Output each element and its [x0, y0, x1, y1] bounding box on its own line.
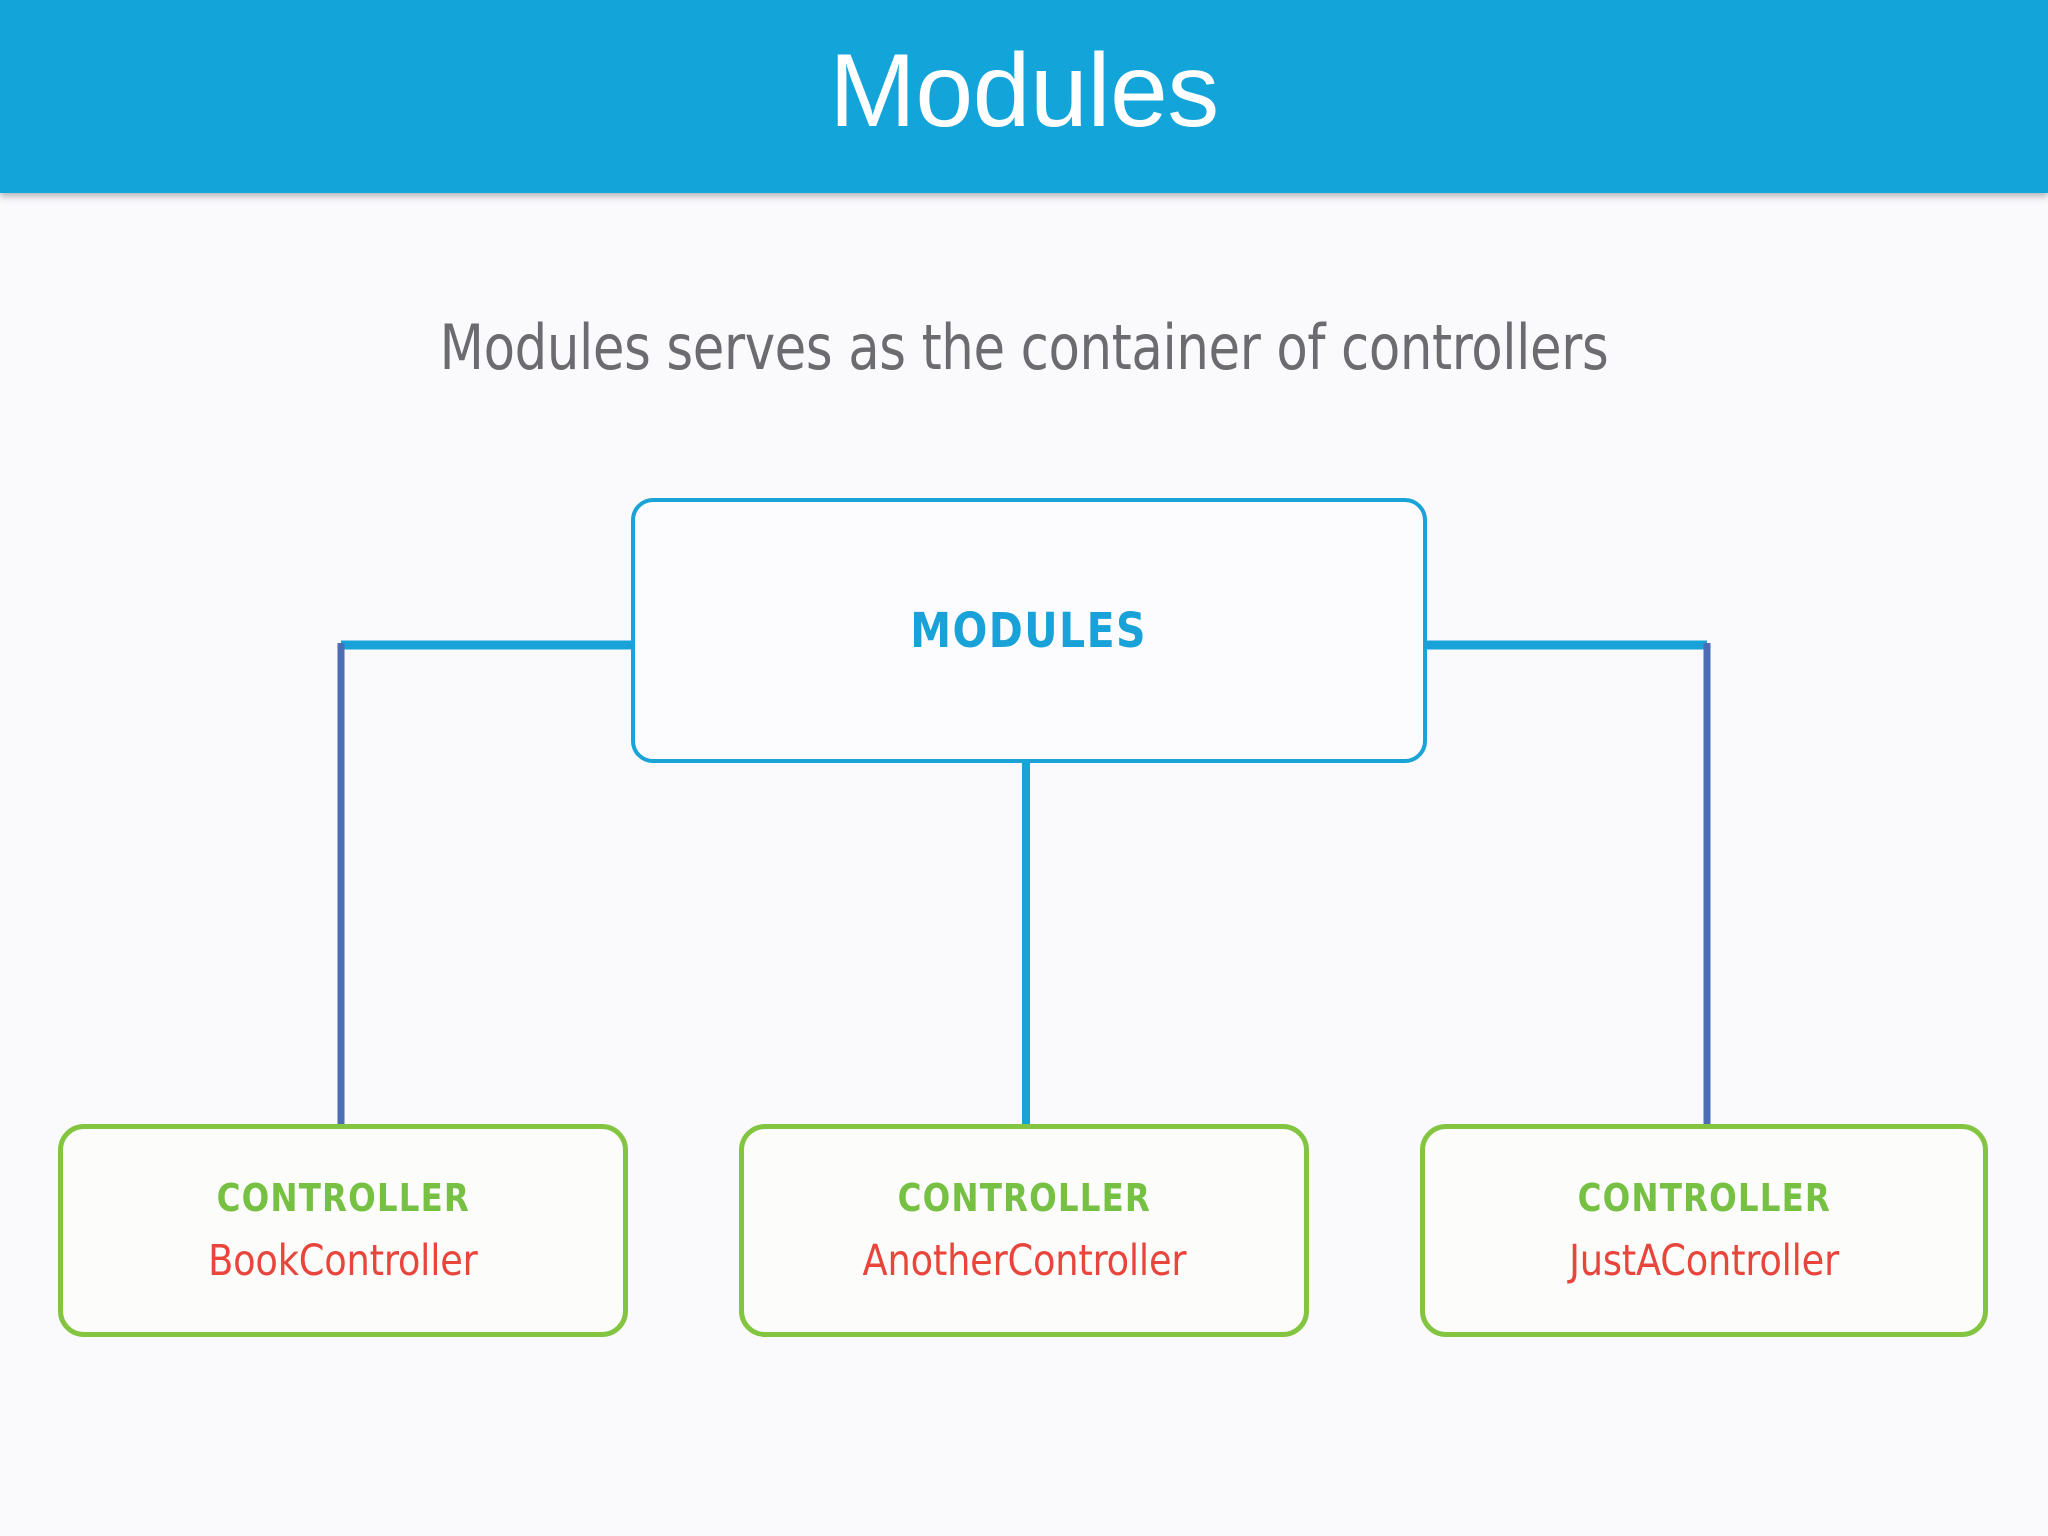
node-controller-name-label: JustAController: [1569, 1235, 1839, 1286]
node-controller-kind-label: CONTROLLER: [897, 1175, 1151, 1220]
node-controller-justa[interactable]: CONTROLLER JustAController: [1420, 1124, 1988, 1337]
page-title: Modules: [829, 32, 1219, 149]
node-modules-label: MODULES: [910, 602, 1148, 659]
header-bar: Modules: [0, 0, 2048, 193]
node-controller-name-label: AnotherController: [862, 1235, 1186, 1286]
subtitle-text: Modules serves as the container of contr…: [439, 311, 1609, 384]
node-controller-book[interactable]: CONTROLLER BookController: [58, 1124, 628, 1337]
node-controller-kind-label: CONTROLLER: [1577, 1175, 1831, 1220]
node-controller-kind-label: CONTROLLER: [216, 1175, 470, 1220]
node-controller-another[interactable]: CONTROLLER AnotherController: [739, 1124, 1309, 1337]
node-modules[interactable]: MODULES: [631, 498, 1427, 763]
node-controller-name-label: BookController: [208, 1235, 478, 1286]
